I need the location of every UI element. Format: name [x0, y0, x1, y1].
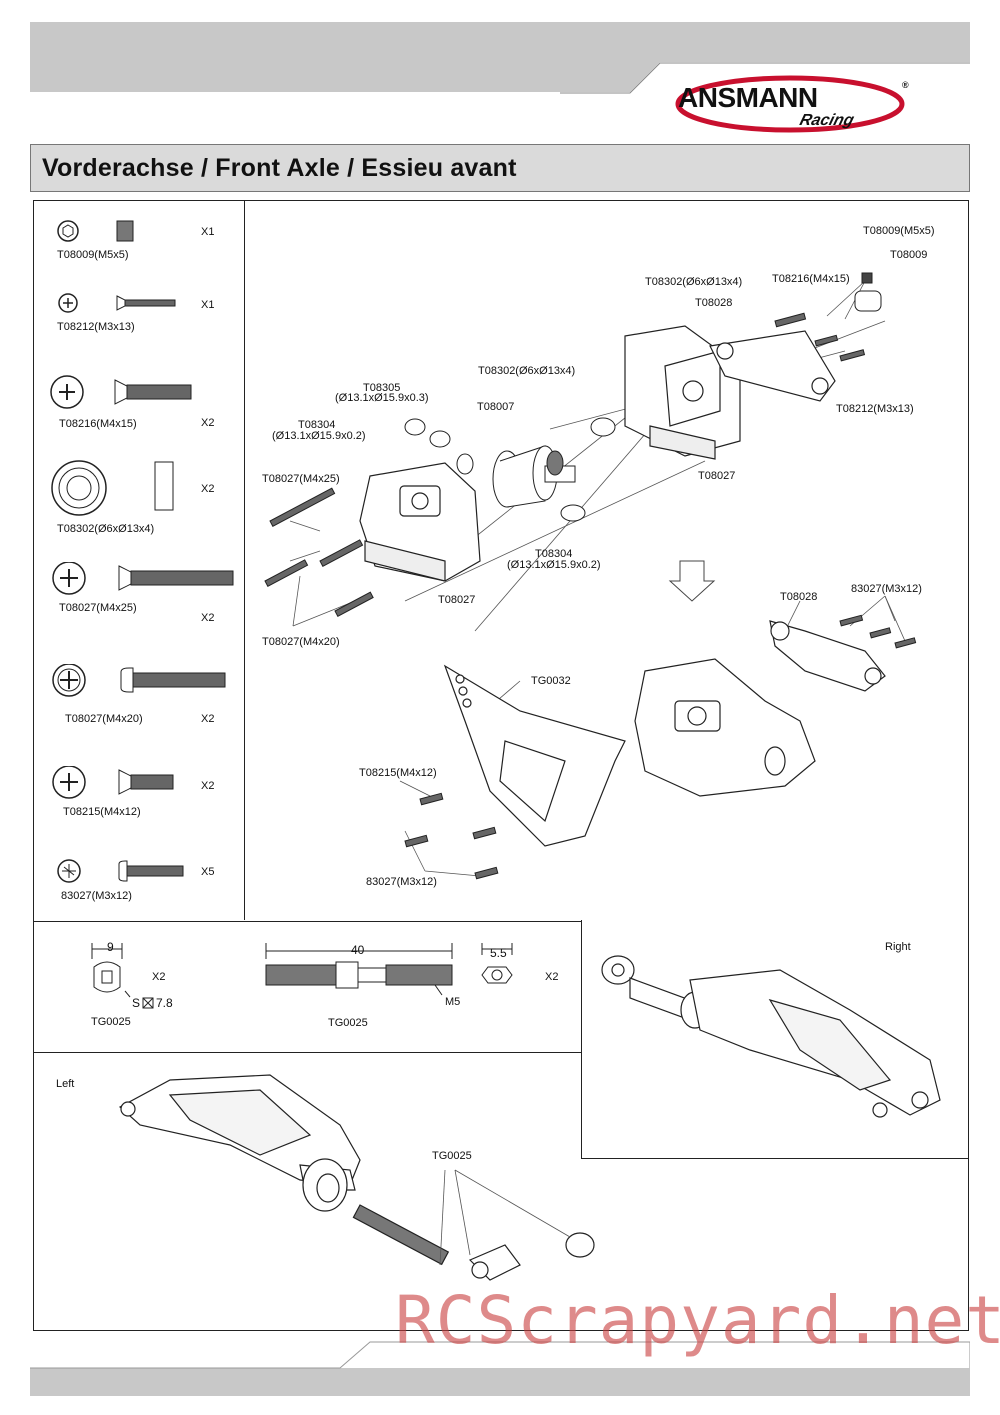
callout-t08009: T08009: [890, 249, 928, 261]
part-label: T08009(M5x5): [57, 249, 129, 261]
callout-t08028-upper: T08028: [695, 297, 733, 309]
part-label: T08302(Ø6xØ13x4): [57, 523, 155, 535]
rod-thread: M5: [445, 996, 461, 1008]
part-label: T08027(M4x20): [65, 713, 143, 725]
ball-part-label: TG0025: [91, 1016, 131, 1028]
left-arm-drawing: [118, 1074, 595, 1281]
callout-t08302-upper: T08302(Ø6xØ13x4): [645, 276, 743, 288]
exploded-diagram: [264, 272, 917, 880]
part-qty: X2: [201, 780, 215, 792]
part-qty: X2: [201, 483, 215, 495]
hardware-divider: [33, 1052, 581, 1053]
header-band-cutout: [560, 62, 1000, 140]
ball-dimension: 9: [107, 940, 114, 954]
main-frame: [33, 200, 969, 922]
section-header: [30, 144, 970, 192]
logo-brand-text: ANSMANN: [678, 82, 818, 113]
part-qty: X2: [201, 417, 215, 429]
right-arm-label: Right: [885, 941, 911, 953]
watermark: RCScrapyard.net: [395, 1282, 1000, 1359]
callout-t08007: T08007: [477, 401, 515, 413]
part-qty: X5: [201, 866, 215, 878]
footer-band-cutout: [30, 1341, 970, 1369]
part-label: 83027(M3x12): [61, 890, 132, 902]
callout-t08027-right: T08027: [698, 470, 736, 482]
logo-swoosh-icon: [675, 75, 905, 133]
left-arm-label: Left: [56, 1078, 75, 1090]
callout-t08212: T08212(M3x13): [836, 403, 914, 415]
parts-list: T08009(M5x5) X1 T08212(M3x13) X1 T08216(…: [35, 202, 243, 918]
callout-t08304-upper-dim: (Ø13.1xØ15.9x0.2): [272, 430, 366, 442]
ansmann-racing-logo: ANSMANN ® Racing: [670, 68, 915, 140]
right-arm-drawing: [601, 955, 941, 1118]
part-label: T08215(M4x12): [63, 806, 141, 818]
callout-t08216: T08216(M4x15): [772, 273, 850, 285]
ball-size-value: 7.8: [156, 996, 173, 1010]
callout-t08304-lower-dim: (Ø13.1xØ15.9x0.2): [507, 559, 601, 571]
callout-t08009-m5x5: T08009(M5x5): [863, 225, 935, 237]
screw-m4x25-icon: [52, 562, 234, 595]
callout-t08302-lower: T08302(Ø6xØ13x4): [478, 365, 576, 377]
callout-t08215: T08215(M4x12): [359, 767, 437, 779]
bearing-icon: [51, 460, 174, 516]
part-label: T08216(M4x15): [59, 418, 137, 430]
screw-m4x15-icon: [50, 375, 192, 409]
callout-t08027-m4x25: T08027(M4x25): [262, 473, 340, 485]
part-qty: X1: [201, 299, 215, 311]
callout-t08305-dim: (Ø13.1xØ15.9x0.3): [335, 392, 429, 404]
page-title: Vorderachse / Front Axle / Essieu avant: [42, 154, 517, 182]
callout-t08304-lower: T08304: [535, 548, 573, 560]
callout-t08305: T08305: [363, 382, 401, 394]
callout-83027-lower: 83027(M3x12): [366, 876, 437, 888]
logo-racing-text: Racing: [797, 112, 856, 129]
part-label: T08027(M4x25): [59, 602, 137, 614]
callout-t08027-m4x20: T08027(M4x20): [262, 636, 340, 648]
rod-part-label: TG0025: [328, 1017, 368, 1029]
part-qty: X2: [201, 713, 215, 725]
callout-t08304-upper: T08304: [298, 419, 336, 431]
callout-t08027-center: T08027: [438, 594, 476, 606]
ball-qty: X2: [152, 971, 166, 983]
ball-size-prefix: S: [132, 996, 141, 1010]
rod-dimension: 40: [351, 943, 365, 957]
hex-size-icon: [142, 997, 154, 1009]
callout-83027-upper: 83027(M3x12): [851, 583, 922, 595]
nut-dimension: 5.5: [490, 946, 507, 960]
callout-t08028-lower: T08028: [780, 591, 818, 603]
screw-m3x12-icon: [57, 859, 184, 883]
part-label: T08212(M3x13): [57, 321, 135, 333]
screw-m4x20-icon: [52, 664, 226, 697]
footer-band: [30, 1368, 970, 1396]
screw-m3x13-icon: [58, 293, 176, 313]
logo-registered: ®: [902, 80, 909, 90]
parts-divider: [244, 200, 245, 920]
nut-qty: X2: [545, 971, 559, 983]
left-arm-tg0025: TG0025: [432, 1150, 472, 1162]
part-qty: X2: [201, 612, 215, 624]
part-qty: X1: [201, 226, 215, 238]
hardware-drawings: [91, 943, 513, 998]
screw-m4x12-icon: [52, 766, 174, 799]
callout-tg0032: TG0032: [531, 675, 571, 687]
grub-screw-icon: [57, 220, 134, 242]
